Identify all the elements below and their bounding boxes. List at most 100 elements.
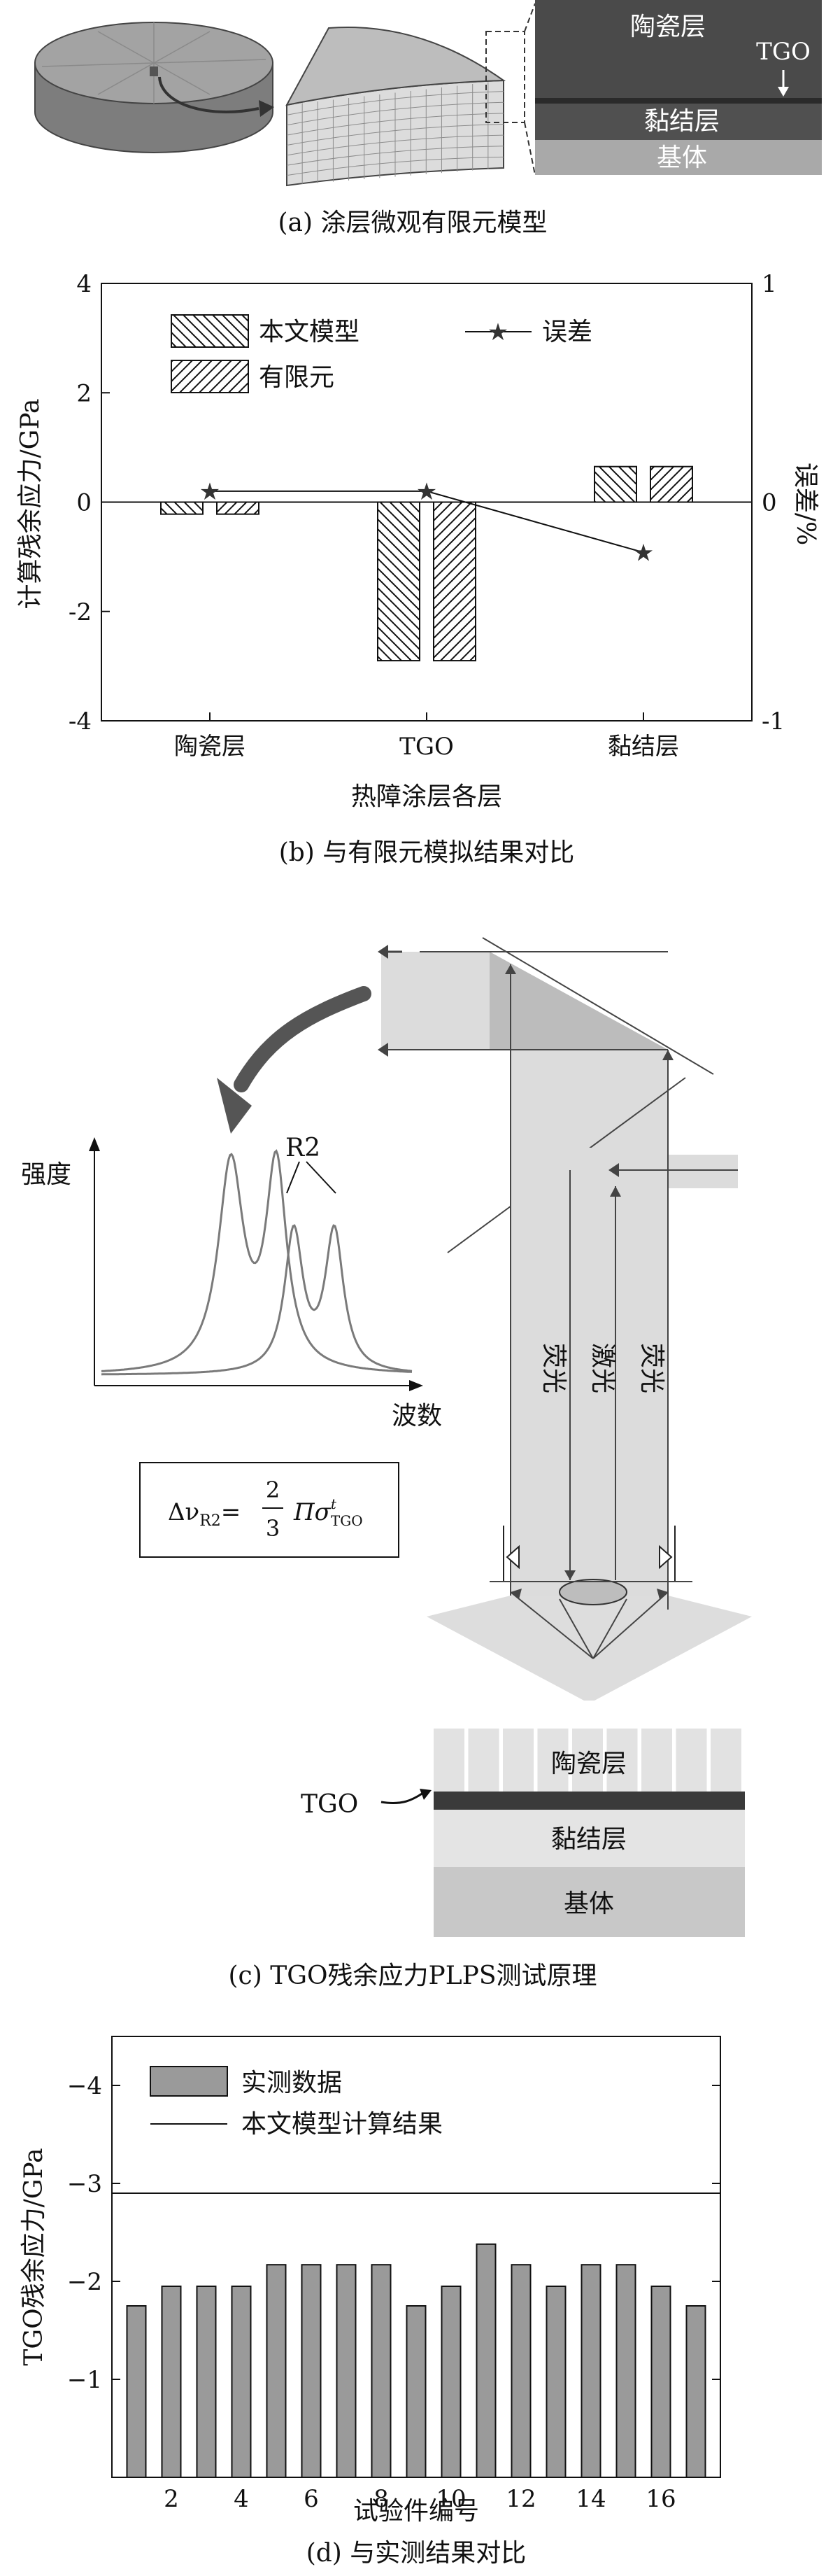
legend-label-error: 误差 [542,318,592,346]
bar-measured [546,2286,567,2478]
y-tick-label: -2 [69,598,92,626]
bar-measured [581,2264,601,2478]
ceramic-column [434,1729,464,1792]
bar-measured [406,2305,427,2478]
panel-a: 陶瓷层 TGO 黏结层 基体 (a) 涂层微观有限元模型 [0,0,826,252]
peak-label: R2 [285,1134,320,1162]
x-tick-label-d: 14 [576,2485,606,2513]
y-tick-label: 0 [76,489,92,517]
formula-rhs: Πσ [293,1498,332,1526]
svg-text:ΔνR2=: ΔνR2= [168,1498,241,1530]
signal-curved-arrow [234,986,371,1092]
x-tick-label-d: 16 [646,2485,676,2513]
beam-label-right: 荧光 [637,1343,666,1393]
spectrum-plot: R2 强度 波数 [21,1134,442,1430]
bar-measured [266,2264,287,2478]
legend-d: 实测数据 本文模型计算结果 [150,2066,443,2139]
formula-rhs-sup: t [331,1495,337,1512]
tgo-label: TGO [756,38,811,66]
bond-layer-label: 黏结层 [551,1825,627,1854]
caption-a: (a) 涂层微观有限元模型 [278,209,548,237]
formula-eq: = [221,1498,241,1526]
legend-label-fe: 有限元 [259,363,334,392]
ceramic-label: 陶瓷层 [630,13,706,41]
legend-swatch-model [171,314,249,348]
panel-c-caption: (c) TGO残余应力PLPS测试原理 [0,1952,826,1994]
x-tick-label-d: 12 [506,2485,536,2513]
x-tick-label-d: 4 [234,2485,249,2513]
y2-tick-label: 0 [762,489,777,517]
ceramic-column [537,1729,569,1792]
y2-tick-label: -1 [762,708,785,736]
legend: 本文模型 有限元 ★ 误差 [171,314,592,393]
formula-rhs-sub: TGO [331,1512,363,1529]
wavenumber-label: 波数 [392,1402,442,1430]
bar-measured [301,2264,322,2478]
legend-swatch-measured [150,2066,228,2097]
bar-measured [685,2305,706,2478]
bar-fe [433,501,476,662]
layer-detail: 陶瓷层 TGO 黏结层 基体 [535,0,822,175]
x-tick-label-d: 6 [304,2485,319,2513]
beam-label-center: 激光 [588,1343,617,1393]
bar-measured [336,2264,357,2478]
caption-d: (d) 与实测结果对比 [306,2539,527,2568]
plps-principle-figure: 荧光 激光 荧光 R2 强度 波数 ΔνR2= 2 [21,937,752,1701]
x-tick-label: TGO [399,733,454,761]
formula-num: 2 [266,1477,280,1503]
tgo-pointer-arrow [380,1792,424,1805]
zoom-arrow [158,76,259,113]
y-axis-label: 计算残余应力/GPa [16,399,45,610]
error-point-star: ★ [633,539,654,567]
beam-path: 荧光 激光 荧光 [378,937,752,1701]
y-tick-label-d: −3 [67,2170,102,2198]
intensity-label: 强度 [21,1160,71,1189]
bar-measured [161,2286,182,2478]
x-tick-label-d: 10 [436,2485,466,2513]
y-tick-label: 2 [76,379,92,407]
ceramic-layer-label: 陶瓷层 [551,1750,627,1778]
x-tick-label: 陶瓷层 [174,733,245,761]
y2-axis-label: 误差/% [791,463,820,545]
y-tick-label: 4 [76,270,92,298]
ceramic-column [468,1729,499,1792]
disk-model [34,22,273,153]
ceramic-column [711,1729,741,1792]
x-tick-label: 黏结层 [608,733,679,761]
bar-fe [650,465,693,503]
y-tick-label-d: −4 [67,2072,102,2100]
panel-c: 荧光 激光 荧光 R2 强度 波数 ΔνR2= 2 [0,910,826,1715]
formula-den: 3 [266,1515,280,1542]
zoom-box [485,31,525,123]
bar-measured [196,2286,217,2478]
bond-label: 黏结层 [644,107,720,136]
ceramic-column [676,1729,707,1792]
legend-label-measured: 实测数据 [241,2069,342,2097]
ceramic-column [503,1729,534,1792]
plps-sample-figure: 陶瓷层 黏结层 基体 TGO [301,1729,745,1937]
caption-b: (b) 与有限元模拟结果对比 [279,838,575,867]
bar-model [377,501,420,662]
lens [559,1579,627,1605]
substrate-layer [434,1867,745,1937]
y-tick-label-d: −1 [67,2366,102,2394]
bar-model [594,465,637,503]
bar-measured [650,2286,671,2478]
bar-measured [126,2305,147,2478]
error-point-star: ★ [416,478,437,506]
beam-label-left: 荧光 [539,1343,568,1393]
bar-measured [476,2243,497,2478]
caption-c: (c) TGO残余应力PLPS测试原理 [229,1962,597,1990]
bar-measured [371,2264,392,2478]
substrate-label: 基体 [657,143,707,172]
sector-mesh [285,26,506,187]
bar-measured [511,2264,532,2478]
ceramic-column [641,1729,672,1792]
y-tick-label: -4 [69,708,92,736]
